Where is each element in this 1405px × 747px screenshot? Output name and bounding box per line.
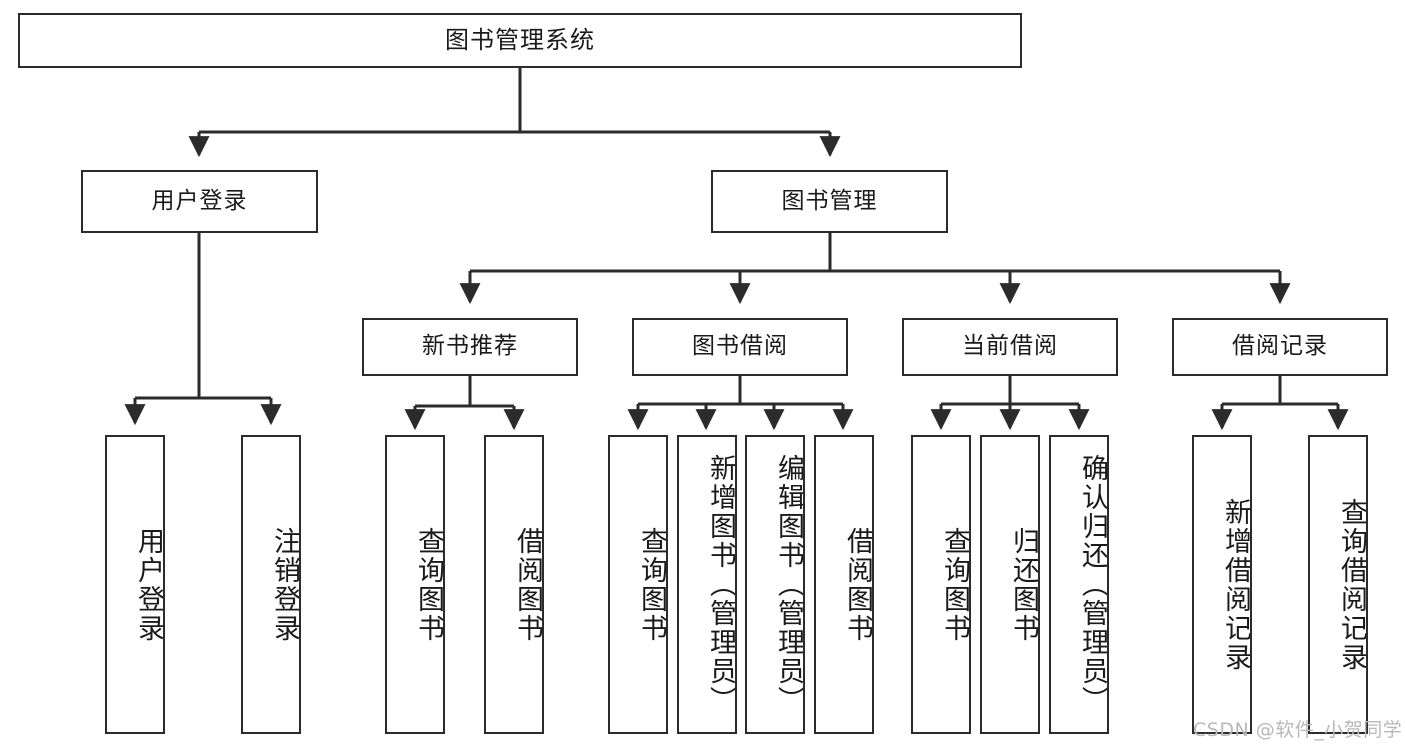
node-borrow-record[interactable]: 借阅记录 <box>1172 318 1388 376</box>
node-label: 查询图书 <box>636 526 667 643</box>
node-root-system[interactable]: 图书管理系统 <box>18 13 1022 68</box>
node-leaf-query-book-1[interactable]: 查询图书 <box>385 435 445 734</box>
node-label: 确认归还（管理员） <box>1077 454 1108 715</box>
node-label: 编辑图书（管理员） <box>773 454 804 715</box>
node-current-borrow[interactable]: 当前借阅 <box>902 318 1118 376</box>
node-label: 查询图书 <box>939 526 970 643</box>
node-label: 新增借阅记录 <box>1220 497 1251 672</box>
node-leaf-logout[interactable]: 注销登录 <box>241 435 301 734</box>
node-label: 查询图书 <box>413 526 444 643</box>
node-leaf-return-book[interactable]: 归还图书 <box>980 435 1040 734</box>
node-leaf-borrow-book-2[interactable]: 借阅图书 <box>814 435 874 734</box>
node-label: 图书管理 <box>781 187 878 214</box>
node-label: 用户登录 <box>133 526 164 643</box>
node-label: 新书推荐 <box>422 333 518 360</box>
node-label: 图书借阅 <box>692 333 788 360</box>
node-label: 注销登录 <box>269 526 300 643</box>
node-leaf-query-book-2[interactable]: 查询图书 <box>608 435 668 734</box>
node-label: 新增图书（管理员） <box>705 454 736 715</box>
node-user-login[interactable]: 用户登录 <box>81 170 318 233</box>
node-book-manage[interactable]: 图书管理 <box>711 170 948 233</box>
node-label: 借阅图书 <box>512 526 543 643</box>
node-leaf-query-record[interactable]: 查询借阅记录 <box>1308 435 1368 734</box>
node-label: 当前借阅 <box>962 333 1058 360</box>
node-leaf-query-book-3[interactable]: 查询图书 <box>911 435 971 734</box>
node-leaf-borrow-book-1[interactable]: 借阅图书 <box>484 435 544 734</box>
node-label: 归还图书 <box>1008 526 1039 643</box>
node-book-borrow[interactable]: 图书借阅 <box>632 318 848 376</box>
node-label: 图书管理系统 <box>445 26 595 55</box>
node-leaf-edit-book[interactable]: 编辑图书（管理员） <box>745 435 805 734</box>
node-label: 查询借阅记录 <box>1336 497 1367 672</box>
node-label: 借阅图书 <box>842 526 873 643</box>
node-new-book-recommend[interactable]: 新书推荐 <box>362 318 578 376</box>
node-leaf-user-login[interactable]: 用户登录 <box>105 435 165 734</box>
node-leaf-add-record[interactable]: 新增借阅记录 <box>1192 435 1252 734</box>
node-label: 借阅记录 <box>1232 333 1328 360</box>
node-leaf-confirm-return[interactable]: 确认归还（管理员） <box>1049 435 1109 734</box>
node-leaf-add-book[interactable]: 新增图书（管理员） <box>677 435 737 734</box>
node-label: 用户登录 <box>151 187 248 214</box>
csdn-watermark: CSDN @软件_小贺同学 <box>1193 719 1403 741</box>
